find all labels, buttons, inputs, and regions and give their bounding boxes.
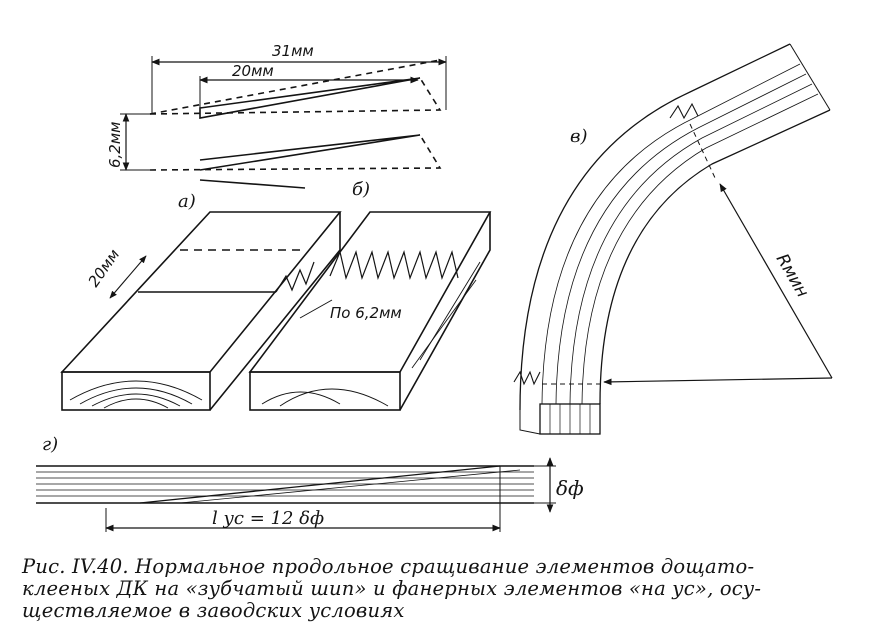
caption-line-3: ществляемое в заводских условиях	[22, 599, 405, 622]
dim-pitch: 6,2мм	[106, 122, 124, 169]
dim-block-length: 20мм	[85, 246, 124, 290]
dim-total-length: 31мм	[272, 42, 314, 60]
caption-line-1: Рис. IV.40. Нормальное продольное сращив…	[22, 555, 755, 578]
caption-line-2: клееных ДК на «зубчатый шип» и фанерных …	[22, 577, 762, 600]
dim-block-pitch: По 6,2мм	[330, 304, 402, 322]
label-v: в)	[570, 126, 588, 147]
figure-drawing: 31мм 20мм 6,2мм а) б) 20мм По 6,2мм	[36, 42, 833, 532]
dim-finger-length: 20мм	[232, 62, 274, 80]
finger-joint-profile	[120, 56, 447, 189]
dim-radius: Rмин	[772, 251, 813, 302]
label-g: г)	[42, 434, 58, 455]
label-a: а)	[178, 191, 196, 212]
block-a	[60, 211, 342, 411]
scarf-joint-strip	[36, 457, 556, 532]
dim-scarf-length: l ус = 12 δф	[212, 508, 324, 529]
curved-beam	[513, 43, 833, 435]
figure-caption: Рис. IV.40. Нормальное продольное сращив…	[22, 556, 872, 622]
block-b	[248, 211, 492, 411]
label-b: б)	[352, 179, 370, 200]
dim-thickness: δф	[556, 476, 584, 500]
